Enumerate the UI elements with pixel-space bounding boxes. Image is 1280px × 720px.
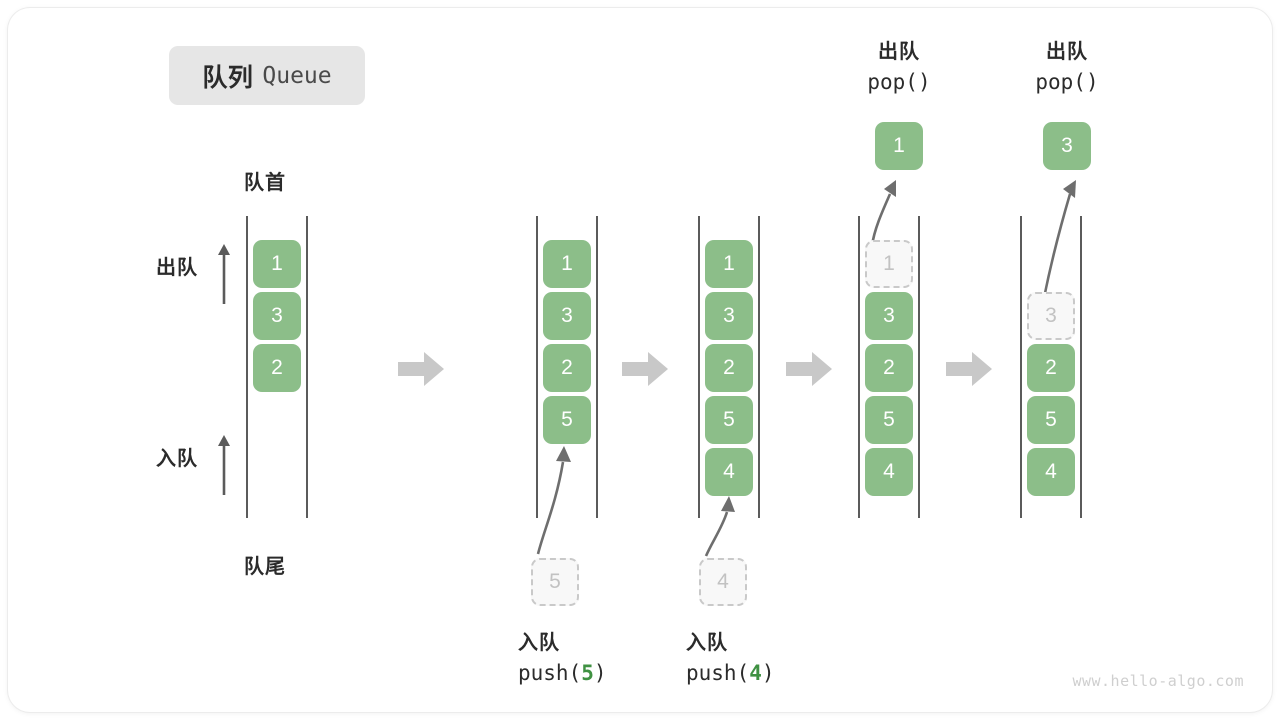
push-4-call: push(4) bbox=[686, 658, 775, 690]
push-5-label: 入队 push(5) bbox=[518, 628, 607, 690]
pop-1-cn: 出队 bbox=[878, 41, 920, 63]
step-arrow-icon bbox=[398, 352, 444, 386]
incoming-ghost-cell: 4 bbox=[699, 558, 747, 606]
queue-channel-push-5: 1 3 2 5 bbox=[536, 216, 598, 518]
step-arrow-icon bbox=[946, 352, 992, 386]
pop-1-label: 出队 pop() bbox=[844, 38, 954, 97]
channel-rail-left bbox=[858, 216, 860, 518]
queue-cell: 4 bbox=[1027, 448, 1075, 496]
queue-cell: 5 bbox=[865, 396, 913, 444]
enqueue-direction-arrow-icon bbox=[218, 435, 230, 495]
pop-3-call-suffix: ) bbox=[1085, 70, 1099, 94]
title-cn: 队列 bbox=[202, 63, 254, 92]
queue-cell: 3 bbox=[543, 292, 591, 340]
enqueue-direction-label: 入队 bbox=[156, 448, 198, 470]
dequeue-direction-arrow-icon bbox=[218, 244, 230, 304]
queue-cell-ghost: 1 bbox=[865, 240, 913, 288]
channel-rail-left bbox=[1020, 216, 1022, 518]
channel-rail-right bbox=[1080, 216, 1082, 518]
pop-1-call-suffix: ) bbox=[917, 70, 931, 94]
pop-1-call: pop() bbox=[844, 67, 954, 97]
queue-cell: 2 bbox=[865, 344, 913, 392]
push-4-call-prefix: push( bbox=[686, 661, 750, 685]
queue-cell: 1 bbox=[543, 240, 591, 288]
title-badge: 队列 Queue bbox=[169, 46, 365, 105]
channel-rail-left bbox=[246, 216, 248, 518]
step-arrow-icon bbox=[622, 352, 668, 386]
push-5-call-suffix: ) bbox=[593, 661, 607, 685]
push-4-cn: 入队 bbox=[686, 632, 728, 654]
channel-rail-right bbox=[306, 216, 308, 518]
queue-cell: 4 bbox=[865, 448, 913, 496]
push-4-call-suffix: ) bbox=[761, 661, 775, 685]
queue-cell-ghost: 3 bbox=[1027, 292, 1075, 340]
queue-channel-pop-3: 3 2 5 4 bbox=[1020, 216, 1082, 518]
push-5-call-prefix: push( bbox=[518, 661, 582, 685]
queue-channel-push-4: 1 3 2 5 4 bbox=[698, 216, 760, 518]
channel-rail-left bbox=[698, 216, 700, 518]
queue-cell: 1 bbox=[253, 240, 301, 288]
incoming-ghost-cell: 5 bbox=[531, 558, 579, 606]
pop-3-cn: 出队 bbox=[1046, 41, 1088, 63]
popped-cell: 1 bbox=[875, 122, 923, 170]
dequeue-direction-label: 出队 bbox=[156, 257, 198, 279]
queue-cell: 2 bbox=[705, 344, 753, 392]
pop-3-call: pop() bbox=[1012, 67, 1122, 97]
rear-label: 队尾 bbox=[244, 556, 286, 578]
queue-cell: 3 bbox=[253, 292, 301, 340]
pop-3-arrow-icon bbox=[1042, 180, 1076, 299]
step-arrow-icon bbox=[786, 352, 832, 386]
pop-1-call-prefix: pop( bbox=[867, 70, 918, 94]
queue-channel-pop-1: 1 3 2 5 4 bbox=[858, 216, 920, 518]
queue-cell: 3 bbox=[705, 292, 753, 340]
queue-channel-initial: 1 3 2 bbox=[246, 216, 308, 518]
channel-rail-right bbox=[596, 216, 598, 518]
queue-cell: 5 bbox=[543, 396, 591, 444]
pop-3-label: 出队 pop() bbox=[1012, 38, 1122, 97]
channel-rail-right bbox=[758, 216, 760, 518]
queue-cell: 5 bbox=[705, 396, 753, 444]
queue-cell: 2 bbox=[253, 344, 301, 392]
channel-rail-left bbox=[536, 216, 538, 518]
pop-3-call-prefix: pop( bbox=[1035, 70, 1086, 94]
push-5-arrow-icon bbox=[536, 446, 571, 555]
queue-cell: 2 bbox=[1027, 344, 1075, 392]
diagram-card: 队列 Queue 队首 出队 入队 1 3 2 队尾 1 3 2 5 5 入 bbox=[8, 8, 1272, 712]
title-en: Queue bbox=[262, 62, 332, 89]
watermark: www.hello-algo.com bbox=[1072, 672, 1244, 690]
push-5-call: push(5) bbox=[518, 658, 607, 690]
queue-cell: 4 bbox=[705, 448, 753, 496]
push-4-arrow-icon bbox=[704, 496, 735, 557]
front-label: 队首 bbox=[244, 172, 286, 194]
channel-rail-right bbox=[918, 216, 920, 518]
push-5-cn: 入队 bbox=[518, 632, 560, 654]
push-4-call-value: 4 bbox=[749, 661, 762, 685]
queue-cell: 5 bbox=[1027, 396, 1075, 444]
popped-cell: 3 bbox=[1043, 122, 1091, 170]
queue-cell: 3 bbox=[865, 292, 913, 340]
queue-cell: 2 bbox=[543, 344, 591, 392]
push-4-label: 入队 push(4) bbox=[686, 628, 775, 690]
queue-cell: 1 bbox=[705, 240, 753, 288]
push-5-call-value: 5 bbox=[581, 661, 594, 685]
